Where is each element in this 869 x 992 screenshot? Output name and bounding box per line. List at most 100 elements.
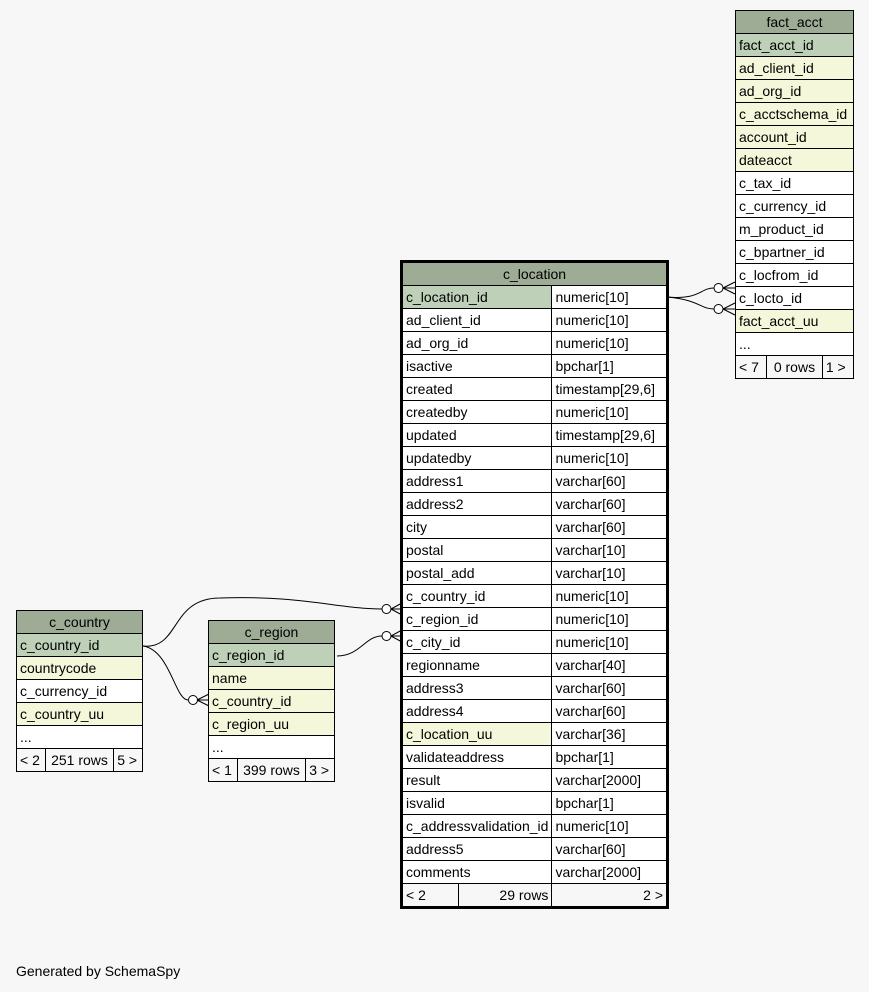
column-name[interactable]: c_locfrom_id: [735, 263, 854, 287]
column-name[interactable]: postal: [401, 538, 553, 562]
column-name[interactable]: account_id: [735, 125, 854, 149]
column-name[interactable]: c_location_id: [401, 285, 553, 309]
column-name[interactable]: address3: [401, 676, 553, 700]
column-name[interactable]: ...: [16, 725, 143, 749]
column-name[interactable]: ad_org_id: [401, 331, 553, 355]
column-row[interactable]: c_locfrom_id: [735, 263, 854, 287]
table-title[interactable]: fact_acct: [735, 10, 854, 34]
column-name[interactable]: validateaddress: [401, 745, 553, 769]
column-row[interactable]: countrycode: [16, 656, 143, 680]
column-name[interactable]: address1: [401, 469, 553, 493]
column-name[interactable]: c_location_uu: [401, 722, 553, 746]
column-name[interactable]: address4: [401, 699, 553, 723]
column-name[interactable]: c_country_uu: [16, 702, 143, 726]
column-name[interactable]: c_bpartner_id: [735, 240, 854, 264]
column-name[interactable]: c_region_id: [401, 607, 553, 631]
column-name[interactable]: name: [208, 666, 335, 690]
column-row[interactable]: fact_acct_uu: [735, 309, 854, 333]
table-title[interactable]: c_region: [208, 620, 335, 644]
column-row[interactable]: c_currency_id: [16, 679, 143, 703]
column-name[interactable]: address5: [401, 837, 553, 861]
column-row[interactable]: c_tax_id: [735, 171, 854, 195]
column-row[interactable]: account_id: [735, 125, 854, 149]
column-row[interactable]: c_acctschema_id: [735, 102, 854, 126]
prev-link[interactable]: < 2: [16, 748, 46, 772]
next-link[interactable]: 1 >: [821, 355, 855, 379]
column-name[interactable]: regionname: [401, 653, 553, 677]
column-name[interactable]: c_currency_id: [735, 194, 854, 218]
column-name[interactable]: countrycode: [16, 656, 143, 680]
column-name[interactable]: c_addressvalidation_id: [401, 814, 553, 838]
next-link[interactable]: 5 >: [113, 748, 143, 772]
column-name[interactable]: c_tax_id: [735, 171, 854, 195]
column-name[interactable]: c_country_id: [401, 584, 553, 608]
column-name[interactable]: updated: [401, 423, 553, 447]
column-row[interactable]: c_region_id: [208, 643, 335, 667]
column-row[interactable]: m_product_id: [735, 217, 854, 241]
column-name[interactable]: ad_client_id: [735, 56, 854, 80]
column-name[interactable]: c_locto_id: [735, 286, 854, 310]
column-name[interactable]: c_region_uu: [208, 712, 335, 736]
column-row[interactable]: name: [208, 666, 335, 690]
table-title[interactable]: c_country: [16, 610, 143, 634]
column-name[interactable]: ad_client_id: [401, 308, 553, 332]
column-name[interactable]: address2: [401, 492, 553, 516]
column-name[interactable]: comments: [401, 860, 553, 884]
column-row[interactable]: ad_org_id: [735, 79, 854, 103]
prev-link[interactable]: < 2: [402, 883, 459, 907]
column-name[interactable]: m_product_id: [735, 217, 854, 241]
column-name[interactable]: c_country_id: [16, 633, 143, 657]
column-name[interactable]: c_acctschema_id: [735, 102, 854, 126]
column-row[interactable]: c_locto_id: [735, 286, 854, 310]
column-name[interactable]: postal_add: [401, 561, 553, 585]
column-name[interactable]: fact_acct_uu: [735, 309, 854, 333]
column-name[interactable]: isactive: [401, 354, 553, 378]
column-row[interactable]: c_region_uu: [208, 712, 335, 736]
column-name[interactable]: ...: [735, 332, 854, 356]
table-title[interactable]: c_location: [402, 262, 667, 286]
column-row[interactable]: ...: [208, 735, 335, 759]
next-link[interactable]: 2 >: [551, 883, 667, 907]
column-row[interactable]: dateacct: [735, 148, 854, 172]
column-row[interactable]: c_bpartner_id: [735, 240, 854, 264]
column-row[interactable]: c_currency_id: [735, 194, 854, 218]
column-name[interactable]: ...: [208, 735, 335, 759]
column-name[interactable]: c_currency_id: [16, 679, 143, 703]
prev-link[interactable]: < 7: [734, 355, 768, 379]
column-row[interactable]: c_country_uu: [16, 702, 143, 726]
prev-link[interactable]: < 1: [208, 758, 238, 782]
column-name[interactable]: fact_acct_id: [735, 33, 854, 57]
column-name[interactable]: isvalid: [401, 791, 553, 815]
column-name[interactable]: c_country_id: [208, 689, 335, 713]
column-name[interactable]: result: [401, 768, 553, 792]
column-row[interactable]: ...: [735, 332, 854, 356]
column-name[interactable]: created: [401, 377, 553, 401]
column-name[interactable]: c_city_id: [401, 630, 553, 654]
